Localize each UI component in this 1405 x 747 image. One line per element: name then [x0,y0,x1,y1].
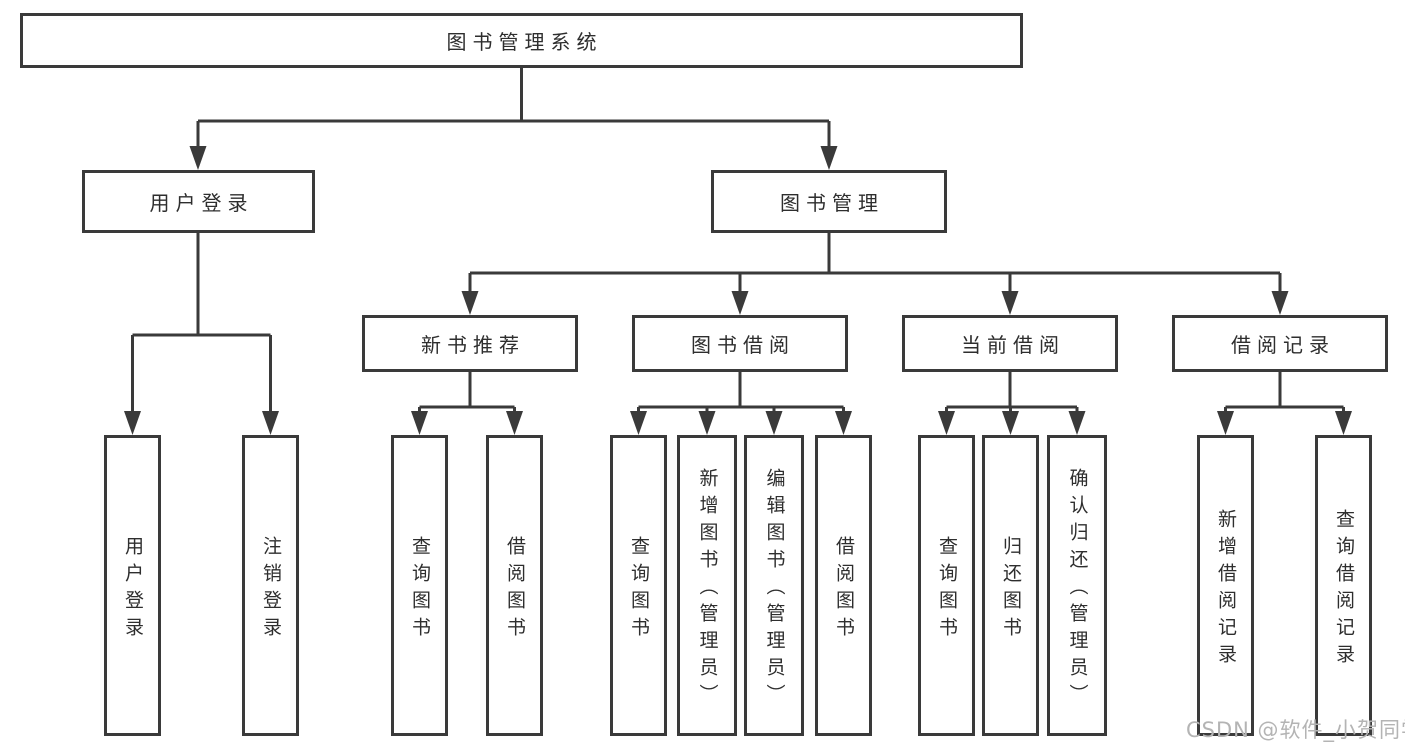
leaf-confirm-return-admin: 确认归还（管理员） [1047,435,1107,736]
leaf-add-borrow-record: 新增借阅记录 [1197,435,1254,736]
leaf-add-book-admin: 新增图书（管理员） [677,435,737,736]
node-borrow-records: 借阅记录 [1172,315,1388,372]
node-new-books-label: 新书推荐 [421,333,525,357]
node-system-root: 图书管理系统 [20,13,1023,68]
edges-root-to-level2 [189,68,838,170]
node-user-login-branch-label: 用户登录 [149,191,254,215]
edges-user-login-branch [124,233,279,435]
leaf-query-borrow-record: 查询借阅记录 [1315,435,1372,736]
csdn-watermark: CSDN @软件_小贺同学 [1186,718,1405,742]
node-new-books: 新书推荐 [362,315,578,372]
edges-new-books-group [411,372,523,435]
leaf-borrowing-query: 查询图书 [610,435,667,736]
leaf-logout: 注销登录 [242,435,299,736]
leaf-return-book: 归还图书 [982,435,1039,736]
node-current-borrowing-label: 当前借阅 [961,333,1065,357]
leaf-edit-book-admin: 编辑图书（管理员） [744,435,804,736]
node-book-management-branch-label: 图书管理 [780,191,884,215]
leaf-new-books-query: 查询图书 [391,435,448,736]
edges-book-borrowing-group [630,372,852,435]
node-book-borrowing: 图书借阅 [632,315,848,372]
node-book-borrowing-label: 图书借阅 [691,333,795,357]
node-user-login-branch: 用户登录 [82,170,315,233]
leaf-user-login: 用户登录 [104,435,161,736]
edges-book-management-branch [461,233,1289,315]
edges-borrow-records-group [1217,372,1352,435]
node-book-management-branch: 图书管理 [711,170,947,233]
leaf-current-query: 查询图书 [918,435,975,736]
leaf-new-books-borrow: 借阅图书 [486,435,543,736]
node-current-borrowing: 当前借阅 [902,315,1118,372]
leaf-borrowing-borrow: 借阅图书 [815,435,872,736]
node-borrow-records-label: 借阅记录 [1231,333,1335,357]
node-system-root-label: 图书管理系统 [446,30,603,54]
edges-current-borrowing-group [938,372,1086,435]
